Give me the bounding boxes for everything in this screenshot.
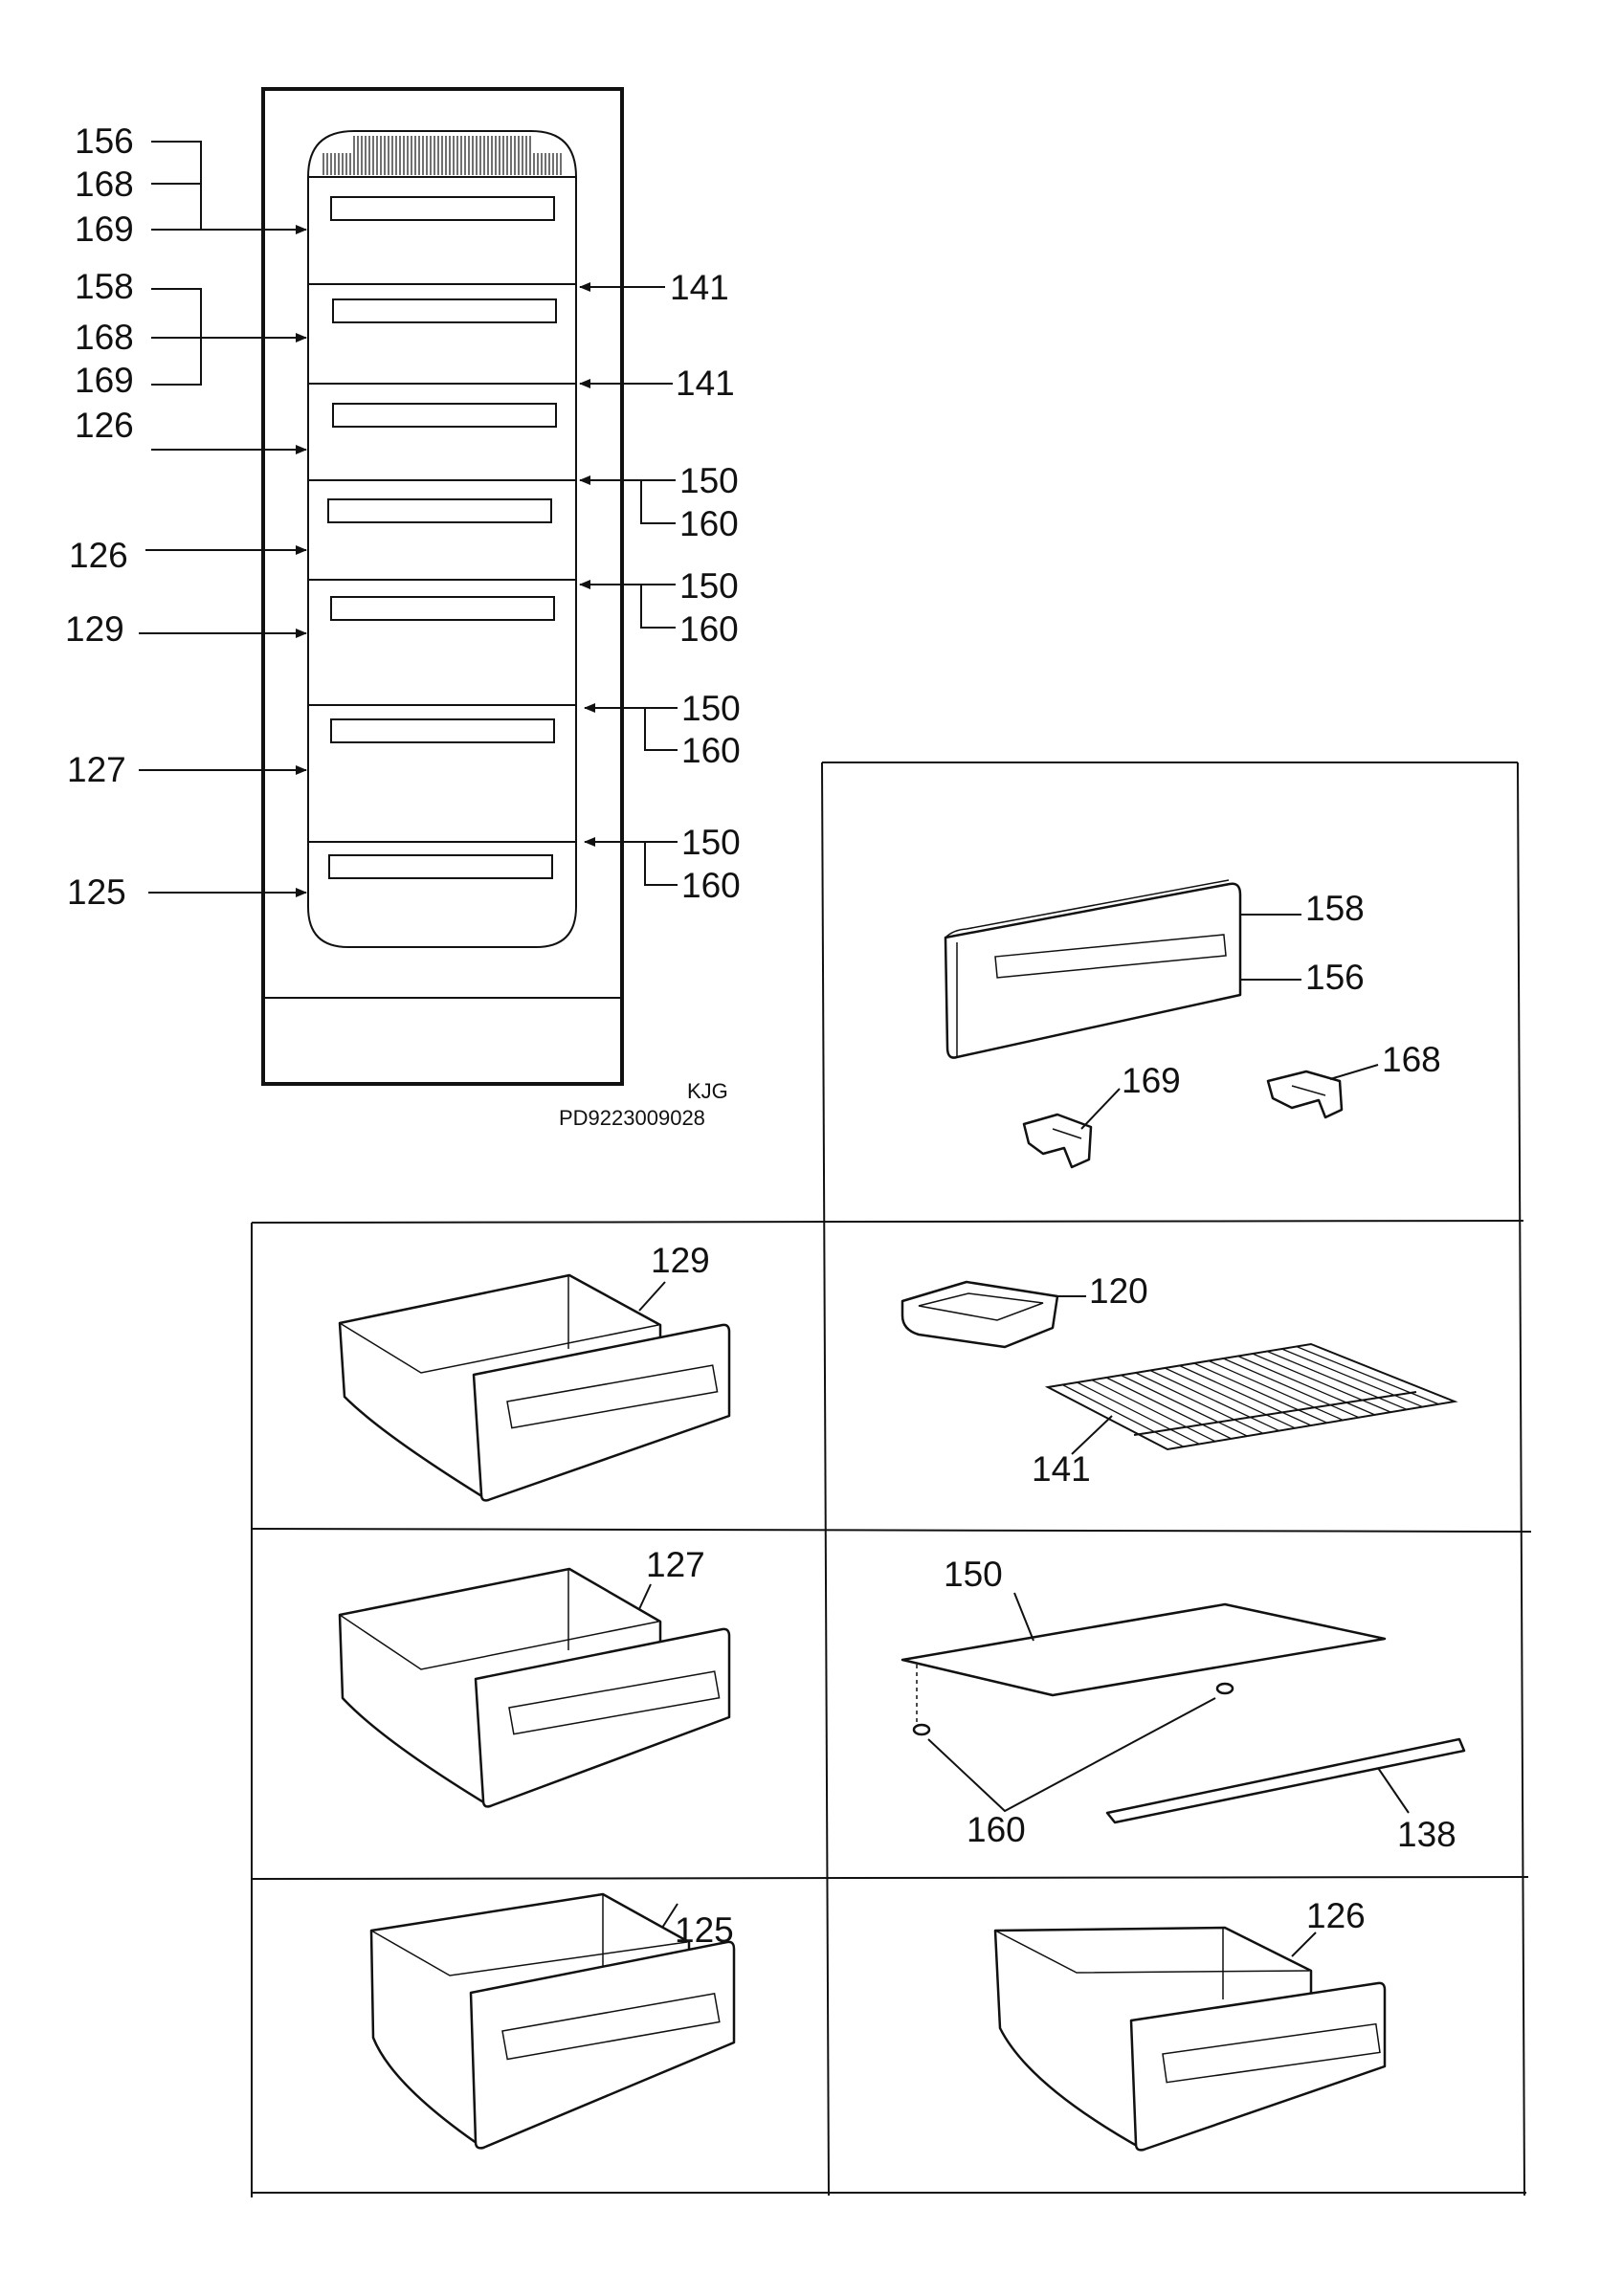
label-127: 127 [67, 750, 126, 789]
ice-tray-part: 120 [900, 1271, 1148, 1349]
part-label-129: 129 [651, 1241, 710, 1280]
label-156: 156 [75, 121, 134, 161]
part-label-158: 158 [1305, 889, 1365, 928]
label-158: 158 [75, 267, 134, 306]
part-label-156: 156 [1305, 958, 1365, 997]
drawer-127-part: 127 [338, 1545, 731, 1808]
label-129: 129 [65, 609, 124, 649]
part-label-126: 126 [1306, 1896, 1366, 1935]
label-168: 168 [75, 165, 134, 204]
parts-grid [251, 762, 1532, 2197]
clip-168-part: 168 [1266, 1040, 1441, 1119]
shelf-trim-part: 138 [1105, 1737, 1466, 1854]
label-169: 169 [75, 210, 134, 249]
drawer-front-part: 158 156 [944, 879, 1365, 1059]
part-label-125: 125 [675, 1910, 734, 1950]
label-126: 126 [75, 406, 134, 445]
inner-liner [307, 130, 577, 948]
label-160: 160 [681, 866, 741, 905]
drawer-129-part: 129 [338, 1241, 731, 1502]
label-150: 150 [681, 823, 741, 862]
drawer-handles [327, 196, 557, 879]
compartment-dividers [308, 283, 576, 843]
label-150: 150 [681, 689, 741, 728]
cabinet-outline [261, 87, 624, 1086]
part-label-138: 138 [1397, 1815, 1456, 1854]
part-label-127: 127 [646, 1545, 705, 1584]
drawer-126-part: 126 [993, 1896, 1387, 2152]
label-160: 160 [679, 504, 739, 543]
top-grille [308, 136, 576, 178]
right-leaders [579, 282, 678, 886]
part-label-160: 160 [967, 1810, 1026, 1849]
freezer-overview: 156 168 169 158 168 169 126 126 129 127 … [65, 87, 741, 1130]
left-leaders [139, 141, 307, 897]
label-150: 150 [679, 566, 739, 606]
glass-shelf-part: 150 160 [900, 1555, 1387, 1849]
part-label-169: 169 [1122, 1061, 1181, 1100]
label-125: 125 [67, 872, 126, 912]
part-label-141: 141 [1032, 1449, 1091, 1489]
clip-169-part: 169 [1022, 1061, 1181, 1169]
label-126: 126 [69, 536, 128, 575]
label-169: 169 [75, 361, 134, 400]
part-label-150: 150 [944, 1555, 1003, 1594]
drawing-code-kjg: KJG [687, 1079, 728, 1103]
part-label-168: 168 [1382, 1040, 1441, 1079]
label-150: 150 [679, 461, 739, 500]
drawing-code-pd: PD9223009028 [559, 1106, 705, 1130]
label-141: 141 [676, 364, 735, 403]
label-141: 141 [670, 268, 729, 307]
label-160: 160 [681, 731, 741, 770]
part-label-120: 120 [1089, 1271, 1148, 1311]
label-160: 160 [679, 609, 739, 649]
wire-shelf-part: 141 [1032, 1342, 1458, 1489]
label-168: 168 [75, 318, 134, 357]
drawer-125-part: 125 [369, 1892, 736, 2150]
